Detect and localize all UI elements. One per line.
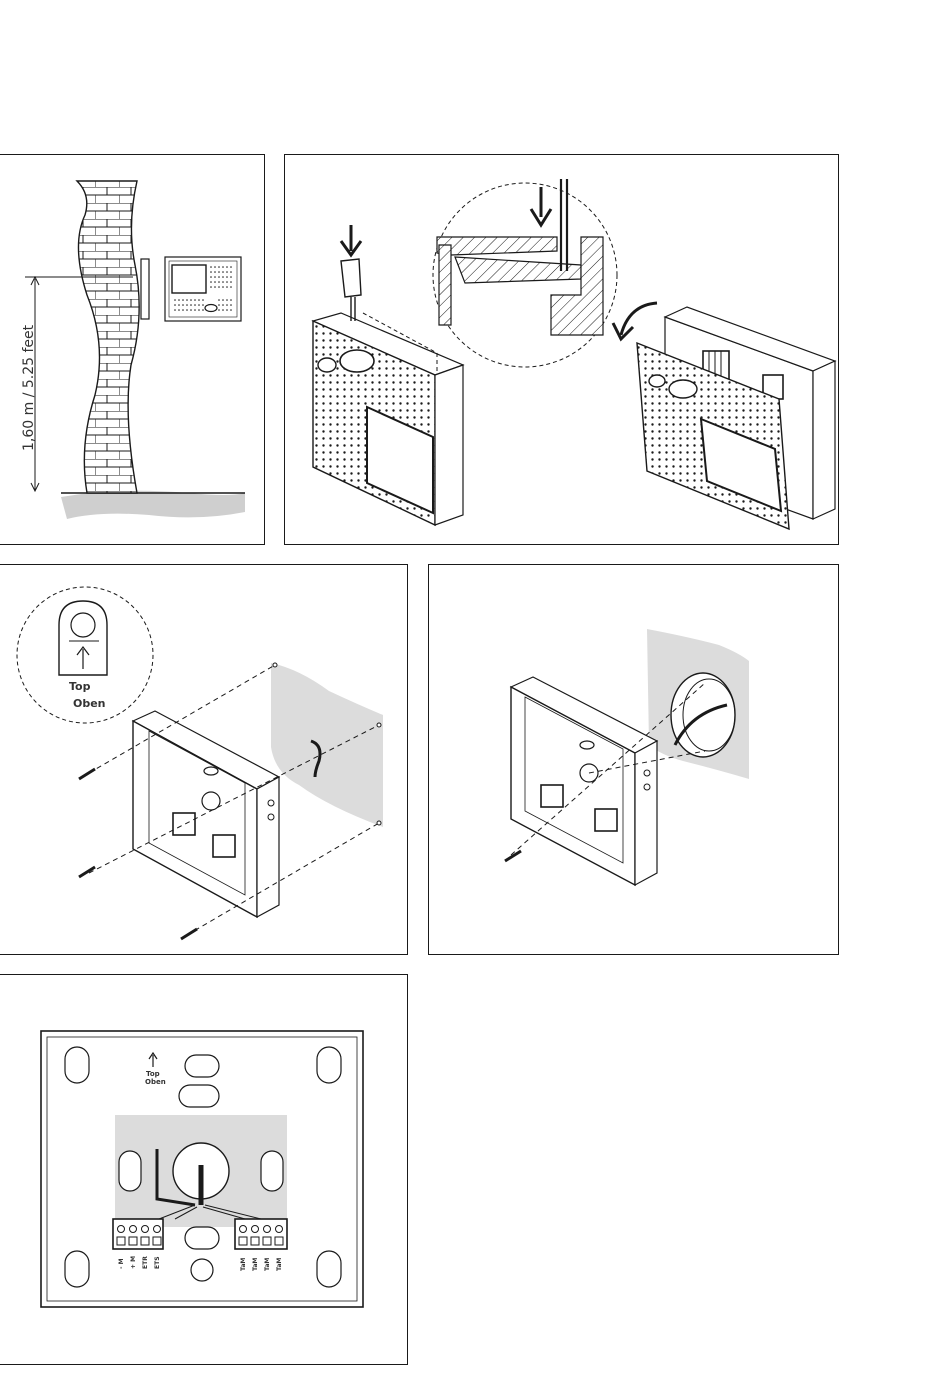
terminal-right	[213, 835, 235, 857]
terminal-label-left-2: + M	[130, 1256, 137, 1269]
mounting-illustration: Top Oben	[0, 565, 407, 954]
box-panel	[428, 564, 839, 955]
release-illustration	[285, 155, 838, 544]
flush-box-illustration	[429, 565, 838, 954]
terminal-panel: Top Oben - M + M ETR ETS TaM TaM TaM TaM	[0, 974, 408, 1365]
small-button	[318, 358, 336, 372]
terminal-label-right-4: TaM	[276, 1258, 283, 1271]
terminal-left	[541, 785, 563, 807]
corner-hole-br	[317, 1251, 341, 1287]
key-button-large	[340, 350, 374, 372]
brick-wall	[77, 181, 139, 493]
terminal-label-right-1: TaM	[240, 1258, 247, 1271]
monitor-screen	[172, 265, 206, 293]
corner-hole-tr	[317, 1047, 341, 1083]
tilt-arrow-icon	[621, 303, 657, 335]
orientation-oben-label: Oben	[145, 1078, 166, 1086]
back-box-side	[257, 777, 279, 917]
screw	[505, 851, 521, 861]
terminal-illustration: Top Oben - M + M ETR ETS TaM TaM TaM TaM	[0, 975, 407, 1364]
terminal-label-right-2: TaM	[252, 1258, 259, 1271]
terminal-label-right-3: TaM	[264, 1258, 271, 1271]
key-button	[205, 305, 217, 312]
corner-hole-tl	[65, 1047, 89, 1083]
terminal-right	[595, 809, 617, 831]
terminal-label-left-3: ETR	[142, 1256, 149, 1269]
mounting-plate-side	[141, 259, 149, 319]
floor-shape	[61, 491, 245, 519]
orientation-top-label: Top	[69, 680, 91, 693]
terminal-label-left-4: ETS	[154, 1256, 161, 1269]
orientation-top-label: Top	[146, 1070, 160, 1078]
release-panel	[284, 154, 839, 545]
wall-surface	[271, 663, 383, 827]
orientation-oben-label: Oben	[73, 697, 106, 710]
screw-1	[79, 769, 95, 779]
screw-2	[79, 867, 95, 877]
device-side-face	[435, 365, 463, 525]
height-label: 1,60 m / 5.25 feet	[21, 324, 37, 451]
terminal-label-left-1: - M	[118, 1258, 125, 1269]
corner-hole-bl	[65, 1251, 89, 1287]
height-illustration: 1,60 m / 5.25 feet	[0, 155, 264, 544]
screw-3	[181, 929, 197, 939]
height-panel: 1,60 m / 5.25 feet	[0, 154, 265, 545]
terminal-left	[173, 813, 195, 835]
mounting-panel: Top Oben	[0, 564, 408, 955]
release-key-tool	[341, 259, 361, 297]
